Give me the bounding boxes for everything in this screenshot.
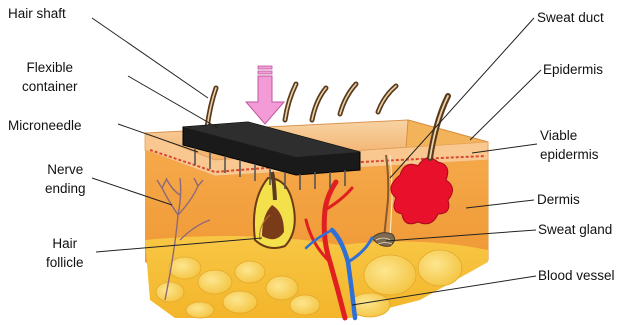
label-flexible-container-line2: container	[22, 77, 78, 96]
label-epidermis: Epidermis	[543, 60, 603, 79]
label-viable-epidermis-line1: Viable	[540, 126, 599, 145]
label-blood-vessel: Blood vessel	[538, 266, 615, 285]
label-microneedle: Microneedle	[8, 116, 82, 135]
label-hair-follicle-line2: follicle	[46, 253, 84, 272]
label-hair-shaft: Hair shaft	[8, 4, 66, 23]
label-hair-follicle-line1: Hair	[46, 234, 84, 253]
label-viable-epidermis-line2: epidermis	[540, 145, 599, 164]
label-dermis: Dermis	[537, 190, 580, 209]
label-nerve-ending-line1: Nerve	[45, 160, 86, 179]
label-flexible-container-line1: Flexible	[22, 58, 78, 77]
label-hair-follicle: Hair follicle	[46, 234, 84, 272]
label-nerve-ending: Nerve ending	[45, 160, 86, 198]
leader-hair-shaft	[92, 18, 208, 98]
label-sweat-duct: Sweat duct	[537, 8, 604, 27]
label-flexible-container: Flexible container	[22, 58, 78, 96]
leader-epidermis	[470, 70, 541, 140]
label-viable-epidermis: Viable epidermis	[540, 126, 599, 164]
pressure-arrow	[246, 66, 284, 124]
leader-flexible-container	[128, 76, 218, 128]
label-nerve-ending-line2: ending	[45, 179, 86, 198]
label-sweat-gland: Sweat gland	[538, 220, 612, 239]
